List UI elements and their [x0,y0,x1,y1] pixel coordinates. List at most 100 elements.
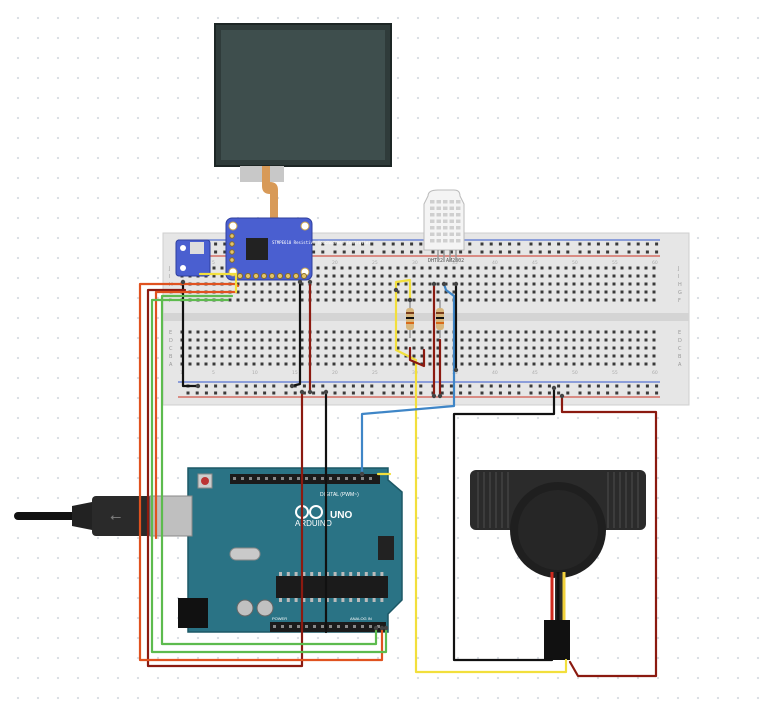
breadboard-hole [612,354,616,358]
header-pin [281,477,284,480]
breadboard-hole [548,330,552,334]
breadboard-column-number: 35 [452,260,458,266]
breadboard-hole [268,338,272,342]
breadboard-hole [532,346,536,350]
header-pin [361,625,364,628]
breadboard-hole [636,266,640,270]
wire-endpoint [323,389,329,395]
header-pin [313,625,316,628]
breadboard-rail-hole [627,250,631,254]
power-analog-header [270,622,386,632]
breadboard-hole [220,346,224,350]
breadboard-hole [348,298,352,302]
vent-slot [449,232,454,236]
wire-endpoint [359,471,365,477]
breadboard-hole [324,290,328,294]
breadboard-hole [548,282,552,286]
breadboard-hole [564,274,568,278]
breadboard-hole [428,290,432,294]
touch-controller-label: STMPE610 Resistive Touchscreen Controlle… [272,240,371,245]
breadboard-hole [540,298,544,302]
wire-endpoint [393,287,399,293]
breadboard-hole [236,338,240,342]
breadboard-hole [508,362,512,366]
breadboard-hole [508,298,512,302]
header-pin [289,625,292,628]
wire-red [408,346,426,368]
breadboard-hole [444,354,448,358]
breadboard-hole [412,298,416,302]
breadboard-hole [500,290,504,294]
breadboard-hole [428,338,432,342]
chip-leg [294,598,298,602]
breadboard-rail-hole [391,250,395,254]
chip-leg [310,598,314,602]
wire-endpoint [431,281,437,287]
breadboard-hole [628,290,632,294]
breadboard-column-number: 15 [292,370,298,376]
breadboard-hole [412,354,416,358]
breadboard-rail-hole [517,384,521,388]
breadboard-hole [620,298,624,302]
breadboard-hole [468,274,472,278]
breadboard-hole [484,274,488,278]
breadboard-hole [380,266,384,270]
breadboard-hole [364,330,368,334]
breadboard-rail-hole [557,391,561,395]
breadboard-rail-hole [214,250,218,254]
breadboard-hole [524,330,528,334]
breadboard-hole [524,362,528,366]
breadboard-hole [332,354,336,358]
breadboard-hole [580,338,584,342]
breadboard-hole [524,298,528,302]
breadboard-hole [380,338,384,342]
breadboard-rail-hole [284,391,288,395]
breadboard-column-number: 45 [532,370,538,376]
breadboard-rail-hole [431,250,435,254]
breadboard-rail-hole [342,250,346,254]
chip-leg [279,598,282,602]
breadboard-hole [244,282,248,286]
arduino-digital-header-label: DIGITAL (PWM~) [320,492,359,498]
breadboard-hole [220,338,224,342]
header-pin [233,477,236,480]
breadboard-hole [292,338,296,342]
breadboard-hole [604,354,608,358]
breadboard-hole [636,362,640,366]
breadboard-hole [244,290,248,294]
chip-leg [364,572,368,576]
breadboard-hole [636,330,640,334]
breadboard-hole [652,330,656,334]
breadboard-rail-hole [587,242,591,246]
breadboard-hole [516,266,520,270]
breadboard-rail-hole [627,391,631,395]
breadboard-hole [492,346,496,350]
vent-slot [436,226,441,230]
breadboard-rail-hole [333,242,337,246]
breadboard-rail-hole [480,242,484,246]
breadboard-hole [460,362,464,366]
breadboard-hole [532,338,536,342]
breadboard-rail-hole [391,242,395,246]
breadboard-hole [204,362,208,366]
breadboard-hole [284,362,288,366]
breadboard-hole [300,330,304,334]
breadboard-hole [276,354,280,358]
pin [301,273,307,279]
breadboard-hole [644,298,648,302]
breadboard-rail-hole [223,250,227,254]
chip-leg [372,598,376,602]
breadboard-hole [420,274,424,278]
breadboard-hole [548,346,552,350]
breadboard-hole [252,330,256,334]
breadboard-hole [252,290,256,294]
breadboard-hole [564,354,568,358]
breadboard-hole [572,266,576,270]
breadboard-hole [652,354,656,358]
breadboard-hole [620,266,624,270]
breadboard-hole [596,354,600,358]
breadboard-rail-hole [440,250,444,254]
breadboard-hole [292,354,296,358]
breadboard-rail-hole [566,242,570,246]
breadboard-hole [652,298,656,302]
